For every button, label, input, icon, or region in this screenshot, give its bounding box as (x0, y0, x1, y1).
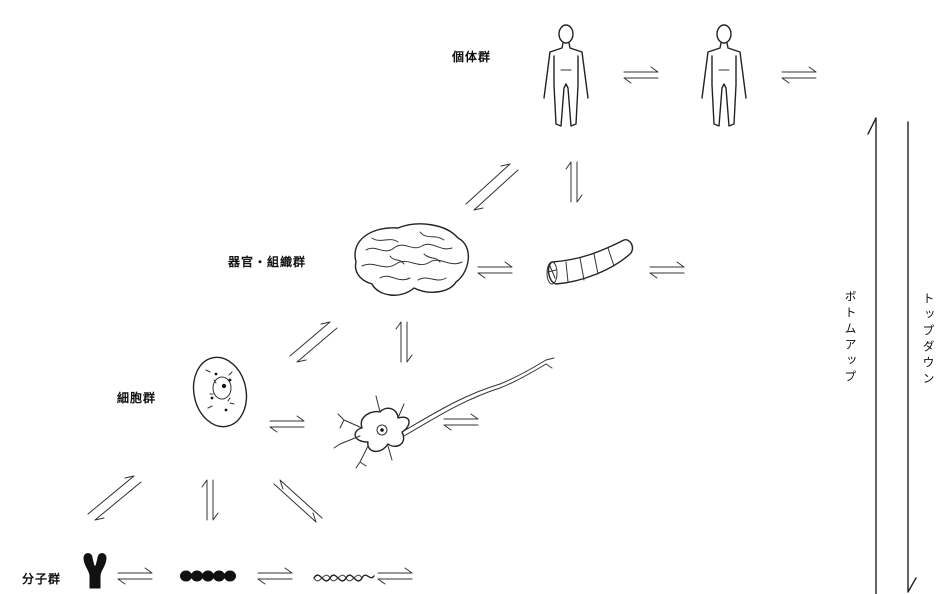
brain-icon (355, 224, 468, 295)
equilibrium-arrow-molecule-1 (118, 568, 152, 584)
vertical-arrow-cell-molecule (202, 480, 218, 520)
bottom-up-arrow (868, 118, 876, 594)
diagonal-arrow-organ-individual (466, 164, 518, 210)
diagonal-arrow-cell-protein (274, 480, 322, 522)
equilibrium-arrow-molecule-2 (258, 568, 292, 584)
neuron-icon (334, 358, 554, 468)
equilibrium-arrow-neuron-right (444, 414, 478, 430)
receptor-molecule-icon (84, 554, 106, 589)
helix-strand-icon (314, 575, 374, 581)
bead-chain-icon (181, 571, 236, 581)
vertical-arrow-brain-neuron (396, 322, 412, 362)
human-figure-2 (702, 25, 746, 126)
diagonal-arrow-cell-organ (290, 322, 337, 362)
equilibrium-arrow-molecule-3 (378, 568, 412, 584)
cell-icon (187, 352, 252, 431)
equilibrium-arrow-human-right (782, 67, 816, 83)
equilibrium-arrow-humans (624, 67, 658, 83)
intestine-icon (547, 240, 632, 284)
vertical-arrow-human-intestine (566, 162, 582, 202)
equilibrium-arrow-brain-intestine (478, 262, 512, 278)
top-down-arrow (908, 122, 916, 592)
equilibrium-arrow-intestine-right (650, 262, 684, 278)
equilibrium-arrow-cell-neuron (270, 416, 304, 432)
human-figure-1 (544, 25, 588, 126)
diagonal-arrow-molecule-cell (88, 476, 141, 520)
